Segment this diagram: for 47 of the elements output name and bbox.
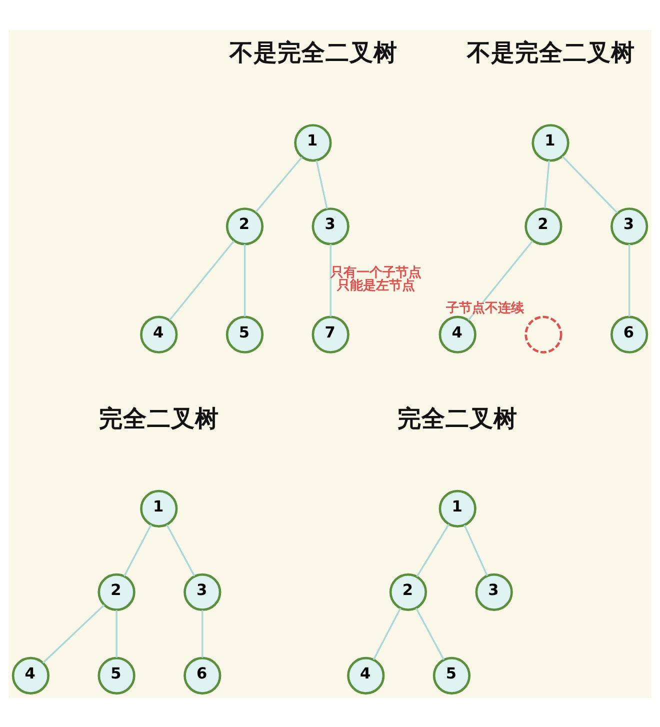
node-circle: 1 [532, 124, 570, 162]
connector [544, 160, 550, 208]
node-circle: 7 [312, 315, 350, 353]
node-circle: 2 [98, 572, 136, 610]
connector [166, 524, 196, 576]
node-circle: 6 [610, 315, 648, 353]
node-circle: 5 [226, 315, 264, 353]
connector [464, 524, 488, 576]
node-circle: 3 [610, 207, 648, 245]
node-circle: 1 [438, 489, 476, 527]
node-circle [524, 315, 562, 353]
node-circle: 5 [432, 656, 471, 694]
node-circle: 3 [184, 572, 222, 610]
node-circle: 2 [524, 207, 562, 245]
connector [330, 244, 332, 316]
label: 不是完全二叉树 [229, 38, 398, 66]
connector [316, 160, 328, 208]
connector [116, 610, 118, 658]
node-circle: 5 [98, 656, 136, 694]
connector [372, 607, 402, 660]
node-circle: 1 [294, 124, 332, 162]
node-label: 子节点不连续 [446, 300, 524, 316]
label: 完全二叉树 [398, 404, 518, 432]
node-circle: 6 [184, 656, 222, 694]
connector [202, 610, 204, 658]
node-circle: 4 [347, 656, 385, 694]
node-circle: 2 [389, 572, 428, 610]
connector [415, 607, 445, 660]
connector [628, 244, 630, 316]
node-circle: 4 [140, 315, 178, 353]
node-circle: 4 [438, 315, 476, 353]
node-circle: 3 [475, 572, 513, 610]
node-circle: 3 [312, 207, 350, 245]
edge-label: 只有一个子节点只能是左节点 [330, 265, 422, 294]
connector [244, 244, 246, 316]
node-circle: 1 [140, 489, 178, 527]
node-circle: 2 [226, 207, 264, 245]
connector [169, 240, 234, 320]
label: 不是完全二叉树 [467, 38, 636, 66]
label: 完全二叉树 [98, 404, 219, 432]
connector [42, 604, 105, 663]
connector [416, 523, 450, 577]
connector [562, 155, 618, 213]
connector [468, 240, 534, 320]
connector [124, 524, 152, 576]
node-circle: 4 [12, 656, 50, 694]
connector [255, 156, 303, 212]
